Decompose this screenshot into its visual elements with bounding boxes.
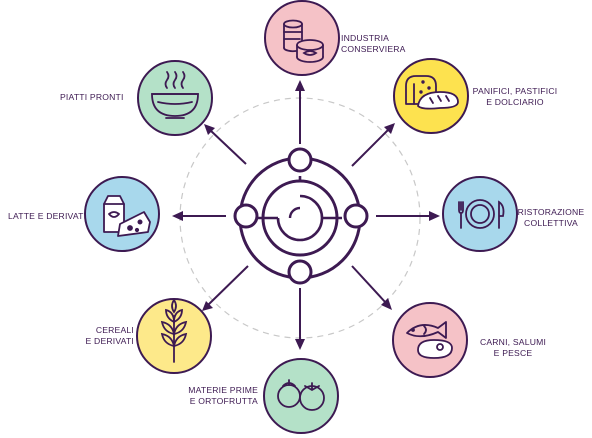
sector-circle-ristorazione <box>442 176 518 252</box>
milk-cheese-icon <box>103 195 151 237</box>
soup-bowl-icon <box>151 71 199 119</box>
label-piatti-pronti: PIATTI PRONTI <box>60 92 124 102</box>
cans-icon <box>283 19 324 63</box>
wheat-icon <box>160 298 188 363</box>
plate-cutlery-icon <box>458 199 505 229</box>
tomato-icon <box>277 379 325 411</box>
bread-icon <box>405 75 459 110</box>
arrows <box>172 80 440 350</box>
sector-circle-piatti <box>137 60 213 136</box>
label-latte-derivati: LATTE E DERIVATI <box>8 211 87 221</box>
fish-steak-icon <box>406 321 453 359</box>
central-hub-icon <box>233 147 369 285</box>
